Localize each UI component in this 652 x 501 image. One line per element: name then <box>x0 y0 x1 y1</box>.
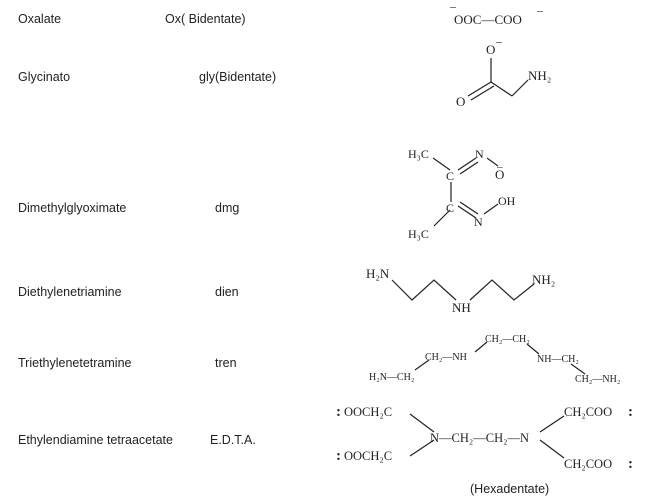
glycinato-charge: – <box>495 36 503 48</box>
edta-upper-left: OOCH₂C <box>344 405 392 419</box>
dien-chain-right <box>469 279 535 301</box>
ligand-abbr-oxalate: Ox( Bidentate) <box>165 12 246 26</box>
tren-ch2-nh2: CH₂—NH₂ <box>575 374 620 385</box>
ligand-abbr-glycinato: gly(Bidentate) <box>199 70 277 84</box>
glycinato-o-double: O <box>456 94 465 109</box>
edta-lone-pair-ur: : <box>628 404 633 420</box>
dmg-c-top: C <box>446 169 454 183</box>
tren-h2n-ch2: H₂N—CH₂ <box>369 372 414 383</box>
ligand-abbr-tren: tren <box>215 356 237 370</box>
ligand-name-glycinato: Glycinato <box>18 70 71 84</box>
dmg-bond-c-n-top-a <box>457 157 477 171</box>
dien-structure: H₂N NH NH₂ <box>366 266 555 315</box>
edta-lower-left: OOCH₂C <box>344 449 392 463</box>
dmg-n-top: N <box>475 147 484 161</box>
edta-lone-pair-lr: : <box>628 456 633 472</box>
edta-bond-lr <box>539 439 565 459</box>
tren-bond-2 <box>474 341 488 353</box>
edta-bond-ll <box>409 439 435 457</box>
tren-nh-ch2-right: NH—CH₂ <box>537 354 579 365</box>
dmg-ch3-bottom: H₃C <box>408 227 429 241</box>
dmg-structure: H₃C C N O – C N OH H₃C <box>408 147 516 241</box>
tren-ch2-ch2-top: CH₂—CH₂ <box>485 334 530 345</box>
glycinato-structure: O – O NH₂ <box>456 36 551 109</box>
dmg-o-minus: O <box>495 167 504 182</box>
dmg-ch3-top: H₃C <box>408 147 429 161</box>
ligand-name-triethylenetetramine: Triethylenetetramine <box>18 356 132 370</box>
edta-structure: : OOCH₂C : OOCH₂C N—CH₂—CH₂—N CH₂COO : C… <box>336 404 633 472</box>
ligand-name-dimethylglyoximate: Dimethylglyoximate <box>18 201 127 215</box>
edta-bond-ur <box>539 415 565 433</box>
oxalate-charge-right: – <box>536 3 544 17</box>
tren-bond-3 <box>526 343 540 355</box>
oxalate-charge-left: – <box>449 2 457 13</box>
edta-denticity-caption: (Hexadentate) <box>470 482 550 496</box>
oxalate-structure: – OOC—COO – <box>449 2 544 27</box>
dien-nh2-left: H₂N <box>366 266 390 281</box>
tren-ch2-nh-left: CH₂—NH <box>425 352 467 363</box>
dmg-charge: – <box>496 161 503 173</box>
edta-lower-right: CH₂COO <box>564 457 612 471</box>
edta-lone-pair-ll: : <box>336 448 341 464</box>
dmg-oh: OH <box>498 194 516 208</box>
dien-chain-left <box>391 279 457 301</box>
dmg-bond-ch3-c-top <box>432 157 451 171</box>
dmg-bond-c-n-bottom-a <box>457 205 477 219</box>
ligand-name-edta: Ethylendiamine tetraacetate <box>18 433 173 447</box>
ligand-name-oxalate: Oxalate <box>18 12 62 26</box>
glycinato-bond-c-ch2 <box>490 81 513 97</box>
ligand-abbr-edta: E.D.T.A. <box>210 433 256 447</box>
dmg-bond-n-oh <box>483 203 499 215</box>
dmg-c-bottom: C <box>446 201 454 215</box>
dien-nh2-right: NH₂ <box>532 272 555 287</box>
edta-upper-right: CH₂COO <box>564 405 612 419</box>
tren-structure: H₂N—CH₂ CH₂—NH CH₂—CH₂ NH—CH₂ CH₂—NH₂ <box>369 334 620 385</box>
ligand-name-diethylenetriamine: Diethylenetriamine <box>18 285 122 299</box>
ligand-abbr-dmg: dmg <box>215 201 240 215</box>
tren-bond-1 <box>414 359 430 371</box>
ligand-abbr-dien: dien <box>215 285 239 299</box>
oxalate-formula: OOC—COO <box>454 12 522 27</box>
edta-lone-pair-ul: : <box>336 404 341 420</box>
glycinato-bond-c-o-double-a <box>467 81 492 97</box>
glycinato-bond-ch2-n <box>511 79 529 97</box>
dmg-bond-c-n-bottom-b <box>459 201 479 215</box>
dmg-n-bottom: N <box>474 215 483 229</box>
glycinato-bond-c-o-double-b <box>470 85 495 101</box>
dien-nh: NH <box>452 300 471 315</box>
edta-bond-ul <box>409 413 435 433</box>
dmg-bond-c-n-top-b <box>459 161 479 175</box>
edta-center: N—CH₂—CH₂—N <box>430 431 529 445</box>
glycinato-o-minus: O <box>486 42 495 57</box>
tren-bond-4 <box>570 363 586 375</box>
glycinato-amine: NH₂ <box>528 68 551 83</box>
dmg-bond-n-o <box>486 157 499 167</box>
dmg-bond-c-ch3-bottom <box>433 209 451 227</box>
